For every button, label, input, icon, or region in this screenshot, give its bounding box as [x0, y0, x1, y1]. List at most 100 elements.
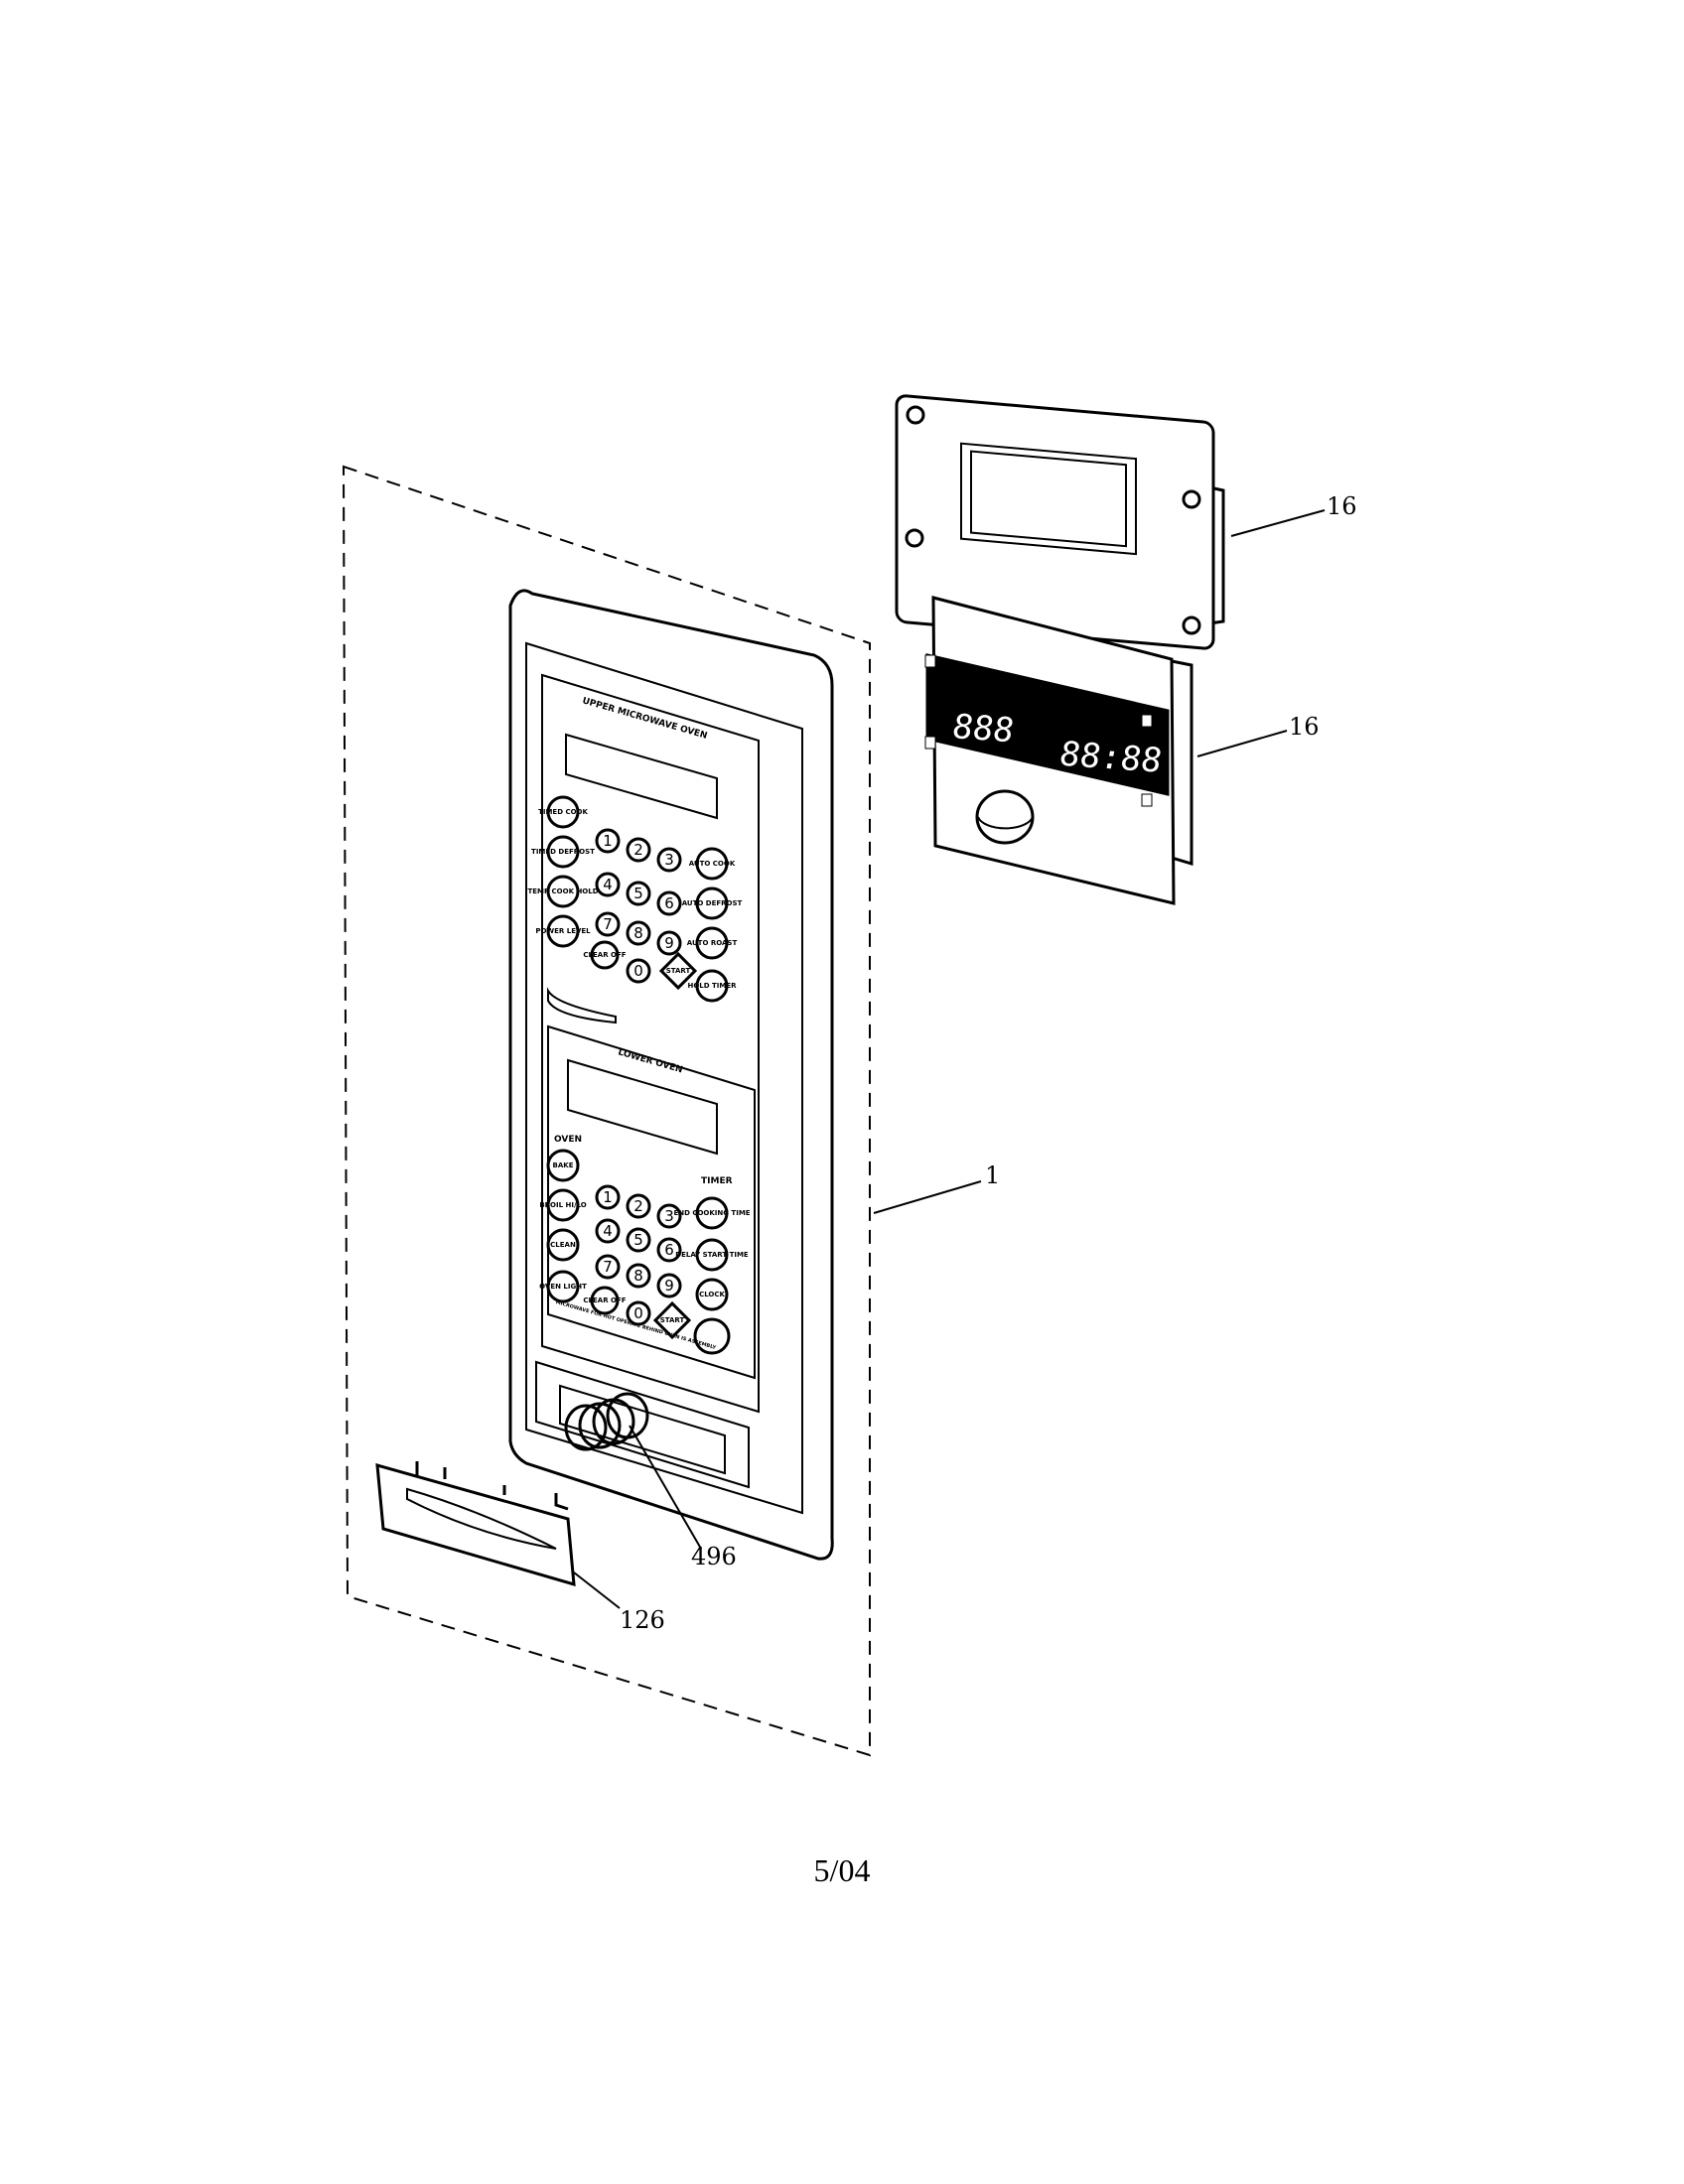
- key-auto-cook[interactable]: [695, 847, 729, 881]
- lower-right-keys: END COOKING TIME DELAY START TIME CLOCK: [673, 1196, 751, 1355]
- svg-text:0: 0: [633, 962, 643, 980]
- svg-text:6: 6: [664, 894, 674, 912]
- svg-text:START: START: [666, 967, 691, 975]
- svg-text:6: 6: [664, 1241, 674, 1259]
- display-right-readout: 88:88: [1060, 735, 1162, 781]
- svg-text:5: 5: [633, 885, 643, 902]
- handle-trim: [375, 1461, 576, 1587]
- key-clear-off-upper[interactable]: [590, 940, 620, 970]
- svg-text:DELAY START TIME: DELAY START TIME: [675, 1251, 749, 1259]
- control-board-top: [895, 394, 1225, 650]
- key-auto-defrost[interactable]: [695, 887, 729, 920]
- upper-display-window: [565, 733, 718, 820]
- svg-text:AUTO COOK: AUTO COOK: [689, 860, 736, 868]
- svg-text:POWER LEVEL: POWER LEVEL: [535, 927, 591, 935]
- svg-text:HOLD TIMER: HOLD TIMER: [687, 982, 737, 990]
- svg-text:1: 1: [603, 832, 613, 850]
- upper-key-7[interactable]: [595, 911, 621, 937]
- key-auto-roast[interactable]: [695, 926, 729, 960]
- svg-text:CLEAR OFF: CLEAR OFF: [583, 1297, 626, 1304]
- svg-text:0: 0: [633, 1304, 643, 1322]
- date-code: 5/04: [813, 1852, 871, 1888]
- upper-right-keys: AUTO COOK AUTO DEFROST AUTO ROAST HOLD T…: [682, 847, 743, 1003]
- key-hold-timer[interactable]: [695, 969, 729, 1003]
- leader-16-top: [1230, 509, 1326, 537]
- key-timed-defrost[interactable]: [546, 835, 580, 869]
- key-clean[interactable]: [546, 1228, 580, 1262]
- lower-key-5[interactable]: [626, 1227, 651, 1253]
- key-clock[interactable]: [695, 1278, 729, 1311]
- svg-text:TEMP COOK HOLD: TEMP COOK HOLD: [527, 887, 598, 895]
- svg-text:END COOKING TIME: END COOKING TIME: [673, 1209, 750, 1217]
- lower-number-keys: 1 2 3 4 5 6 7 8 9 0 START: [595, 1184, 692, 1340]
- upper-key-5[interactable]: [626, 881, 651, 906]
- svg-text:4: 4: [603, 1222, 613, 1240]
- key-broil[interactable]: [546, 1188, 580, 1222]
- lower-left-keys: BAKE BROIL HI/LO CLEAN OVEN LIGHT CLEAR …: [539, 1149, 627, 1315]
- lower-display-window: [567, 1058, 718, 1156]
- lower-key-2[interactable]: [626, 1193, 651, 1219]
- callout-16-display: 16: [1289, 713, 1320, 741]
- svg-text:3: 3: [664, 851, 674, 869]
- key-oven-light[interactable]: [546, 1270, 580, 1303]
- svg-text:3: 3: [664, 1207, 674, 1225]
- leader-1: [873, 1180, 982, 1214]
- svg-text:CLEAR OFF: CLEAR OFF: [583, 951, 626, 959]
- lower-key-1[interactable]: [595, 1184, 621, 1210]
- svg-text:9: 9: [664, 1277, 674, 1295]
- key-power-level[interactable]: [546, 914, 580, 948]
- lower-key-6[interactable]: [656, 1237, 682, 1263]
- timer-label: TIMER: [701, 1176, 733, 1186]
- upper-left-keys: TIMED COOK TIMED DEFROST TEMP COOK HOLD …: [527, 795, 627, 970]
- svg-text:2: 2: [633, 841, 643, 859]
- upper-key-0[interactable]: [626, 958, 651, 984]
- upper-key-1[interactable]: [595, 828, 621, 854]
- upper-key-6[interactable]: [656, 890, 682, 916]
- svg-text:CLOCK: CLOCK: [699, 1291, 725, 1298]
- callout-126: 126: [620, 1606, 665, 1634]
- svg-text:8: 8: [633, 1267, 643, 1285]
- key-blank[interactable]: [693, 1317, 731, 1355]
- upper-key-9[interactable]: [656, 930, 682, 956]
- lower-key-7[interactable]: [595, 1254, 621, 1280]
- leader-16-display: [1196, 730, 1288, 757]
- key-end-cooking-time[interactable]: [695, 1196, 729, 1230]
- lower-key-8[interactable]: [626, 1263, 651, 1289]
- svg-text:8: 8: [633, 924, 643, 942]
- key-timed-cook[interactable]: [546, 795, 580, 829]
- svg-text:7: 7: [603, 1258, 613, 1276]
- key-delay-start-time[interactable]: [695, 1238, 729, 1272]
- svg-text:BROIL HI/LO: BROIL HI/LO: [539, 1201, 586, 1209]
- spring: [564, 1392, 649, 1451]
- lower-key-9[interactable]: [656, 1273, 682, 1298]
- svg-text:AUTO DEFROST: AUTO DEFROST: [682, 899, 743, 907]
- lower-start-key[interactable]: [652, 1300, 692, 1340]
- key-clear-off-lower[interactable]: [590, 1286, 620, 1315]
- key-temp-cook-hold[interactable]: [546, 875, 580, 908]
- upper-key-8[interactable]: [626, 920, 651, 946]
- latch-opening: [535, 1360, 750, 1489]
- upper-start-key[interactable]: [658, 951, 698, 991]
- key-bake[interactable]: [546, 1149, 580, 1182]
- oven-label: OVEN: [554, 1135, 582, 1145]
- svg-text:CLEAN: CLEAN: [550, 1241, 576, 1249]
- callout-496: 496: [691, 1543, 737, 1570]
- svg-text:2: 2: [633, 1197, 643, 1215]
- lower-key-3[interactable]: [656, 1203, 682, 1229]
- upper-number-keys: 1 2 3 4 5 6 7 8 9 0 START: [595, 828, 698, 991]
- leader-496: [629, 1425, 702, 1550]
- control-panel-front: UPPER MICROWAVE OVEN LOWER OVEN OVEN TIM…: [508, 589, 834, 1561]
- callout-1: 1: [985, 1161, 1000, 1189]
- svg-text:OVEN LIGHT: OVEN LIGHT: [539, 1283, 587, 1291]
- lower-key-4[interactable]: [595, 1218, 621, 1244]
- upper-key-2[interactable]: [626, 837, 651, 863]
- control-board-display: 888 88:88: [924, 596, 1193, 905]
- svg-text:5: 5: [633, 1231, 643, 1249]
- lower-key-0[interactable]: [626, 1300, 651, 1326]
- callout-16-top: 16: [1327, 492, 1357, 520]
- upper-key-4[interactable]: [595, 872, 621, 897]
- leader-126: [573, 1571, 621, 1609]
- display-left-readout: 888: [953, 707, 1014, 751]
- upper-key-3[interactable]: [656, 847, 682, 873]
